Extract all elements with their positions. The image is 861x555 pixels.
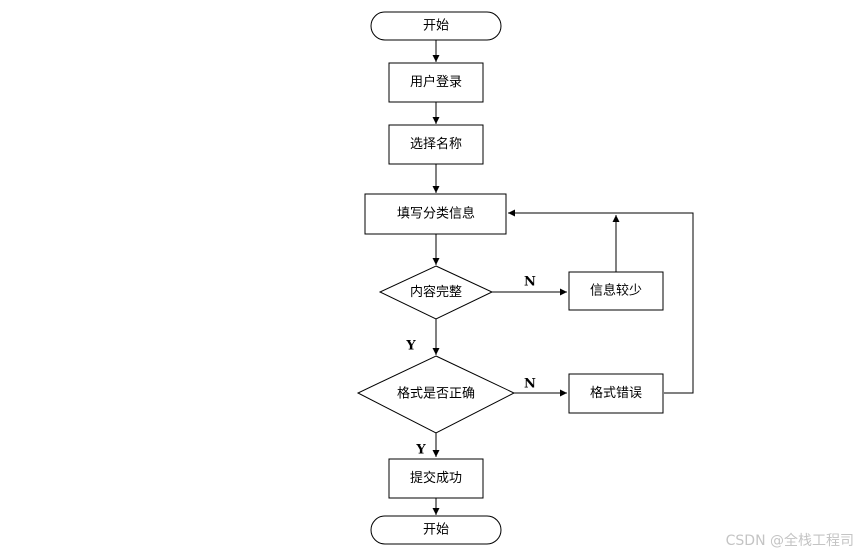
content-no-label: N [524,275,536,290]
format-no-label: N [524,377,536,392]
content-complete-label: 内容完整 [410,284,462,300]
submit-success-process-shape [388,458,484,499]
watermark: CSDN @全栈工程司 [726,532,854,549]
login-process-shape [388,62,484,103]
node-content-complete: 内容完整 [378,265,494,320]
format-correct-label: 格式是否正确 [397,386,475,402]
format-error-process-shape [568,373,664,414]
select-name-process-shape [388,124,484,165]
content-yes-label: Y [405,339,416,354]
node-end: 开始 [370,515,502,545]
edge-format-error-back [508,209,694,394]
node-login: 用户登录 [388,62,484,103]
fill-info-label: 填写分类信息 [397,206,475,222]
node-format-correct: 格式是否正确 [356,355,516,434]
node-submit-success: 提交成功 [388,458,484,499]
format-error-label: 格式错误 [590,385,642,401]
node-info-less: 信息较少 [568,271,664,311]
node-format-error: 格式错误 [568,373,664,414]
format-yes-label: Y [415,443,426,458]
format-correct-decision-shape [356,355,516,434]
node-select-name: 选择名称 [388,124,484,165]
fill-info-process-shape [364,193,507,235]
start-label: 开始 [423,19,449,34]
info-less-process-shape [568,271,664,311]
start-terminal-shape [370,11,502,41]
login-label: 用户登录 [410,74,462,90]
edges [432,40,694,515]
node-start: 开始 [370,11,502,41]
info-less-label: 信息较少 [590,283,642,299]
select-name-label: 选择名称 [410,136,462,152]
submit-success-label: 提交成功 [410,470,462,486]
content-complete-decision-shape [378,265,494,320]
end-terminal-shape [370,515,502,545]
end-label: 开始 [423,523,449,538]
node-fill-info: 填写分类信息 [364,193,507,235]
